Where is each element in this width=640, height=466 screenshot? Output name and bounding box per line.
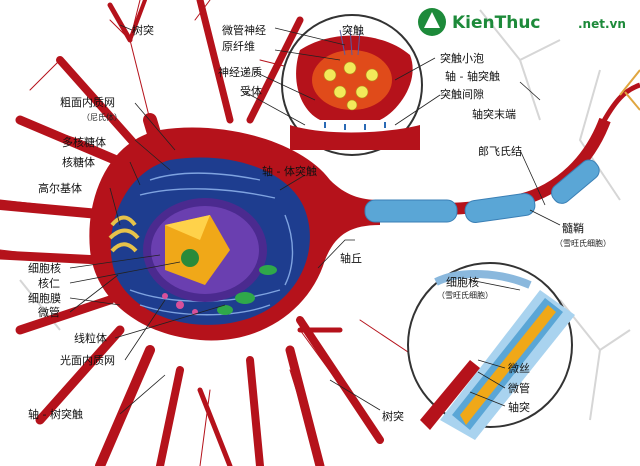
watermark-brand: KienThuc — [452, 13, 541, 33]
label-polyribosomes: 多核糖体 — [62, 135, 106, 149]
label-synaptic-cleft: 突触间隙 — [440, 87, 484, 101]
label-synapse: 突触 — [342, 23, 364, 37]
watermark-domain: .net.vn — [578, 17, 626, 31]
axon-inset — [407, 262, 575, 440]
label-dendrite-top: 树突 — [132, 23, 154, 37]
label-axoaxonic-synapse: 轴 - 轴突触 — [445, 69, 500, 83]
golgi-apparatus — [108, 215, 140, 253]
label-axosomatic-synapse: 轴 - 体突触 — [262, 164, 317, 178]
leader-lines — [69, 24, 561, 415]
label-dendrite-bottom: 树突 — [382, 409, 404, 423]
mitochondria — [217, 265, 277, 315]
label-myelin-sheath: 髓鞘 — [562, 221, 584, 235]
label-microtubule: 微管 — [38, 305, 60, 319]
label-receptor: 受体 — [240, 84, 262, 98]
label-rough-er: 粗面内质网 — [60, 95, 115, 109]
nucleolus — [181, 249, 199, 267]
label-axon: 轴突 — [508, 400, 530, 414]
nucleus-core — [165, 215, 230, 285]
label-nucleolus: 核仁 — [38, 276, 60, 290]
watermark-logo: KienThuc .net.vn — [418, 8, 626, 36]
label-neurotransmitter: 神经递质 — [218, 65, 262, 79]
label-microfilament: 微丝 — [508, 361, 530, 375]
label-nissl-body: （尼氏体） — [82, 112, 122, 122]
label-synaptic-vesicle: 突触小泡 — [440, 51, 484, 65]
axon-myelinated — [364, 69, 640, 223]
labels: 树突 微管神经 原纤维 突触 神经递质 受体 突触小泡 轴 - 轴突触 突触间隙… — [28, 23, 611, 423]
label-microtubule-fibril-2: 原纤维 — [222, 40, 255, 53]
label-membrane: 细胞膜 — [28, 292, 61, 305]
label-node-of-ranvier: 郎飞氏结 — [478, 144, 522, 158]
label-microtubule-axon: 微管 — [508, 381, 530, 395]
label-mitochondrion: 线粒体 — [74, 331, 107, 345]
label-golgi: 高尔基体 — [38, 181, 82, 195]
tree-icon — [424, 12, 440, 28]
label-nucleus: 细胞核 — [28, 261, 61, 275]
synapse-inset — [281, 14, 423, 156]
label-schwann-nucleus-sub: （雪旺氏细胞） — [437, 290, 493, 300]
label-axodendritic-synapse: 轴 - 树突触 — [28, 407, 83, 421]
label-axon-terminal: 轴突末端 — [472, 107, 516, 121]
label-schwann-nucleus: 细胞核 — [446, 275, 479, 289]
label-ribosomes: 核糖体 — [62, 155, 95, 169]
label-schwann-cell: （雪旺氏细胞） — [555, 238, 611, 248]
label-axon-hillock: 轴丘 — [340, 251, 362, 265]
neuron — [0, 0, 421, 466]
label-microtubule-fibril-1: 微管神经 — [222, 23, 266, 37]
label-smooth-er: 光面内质网 — [60, 353, 115, 367]
